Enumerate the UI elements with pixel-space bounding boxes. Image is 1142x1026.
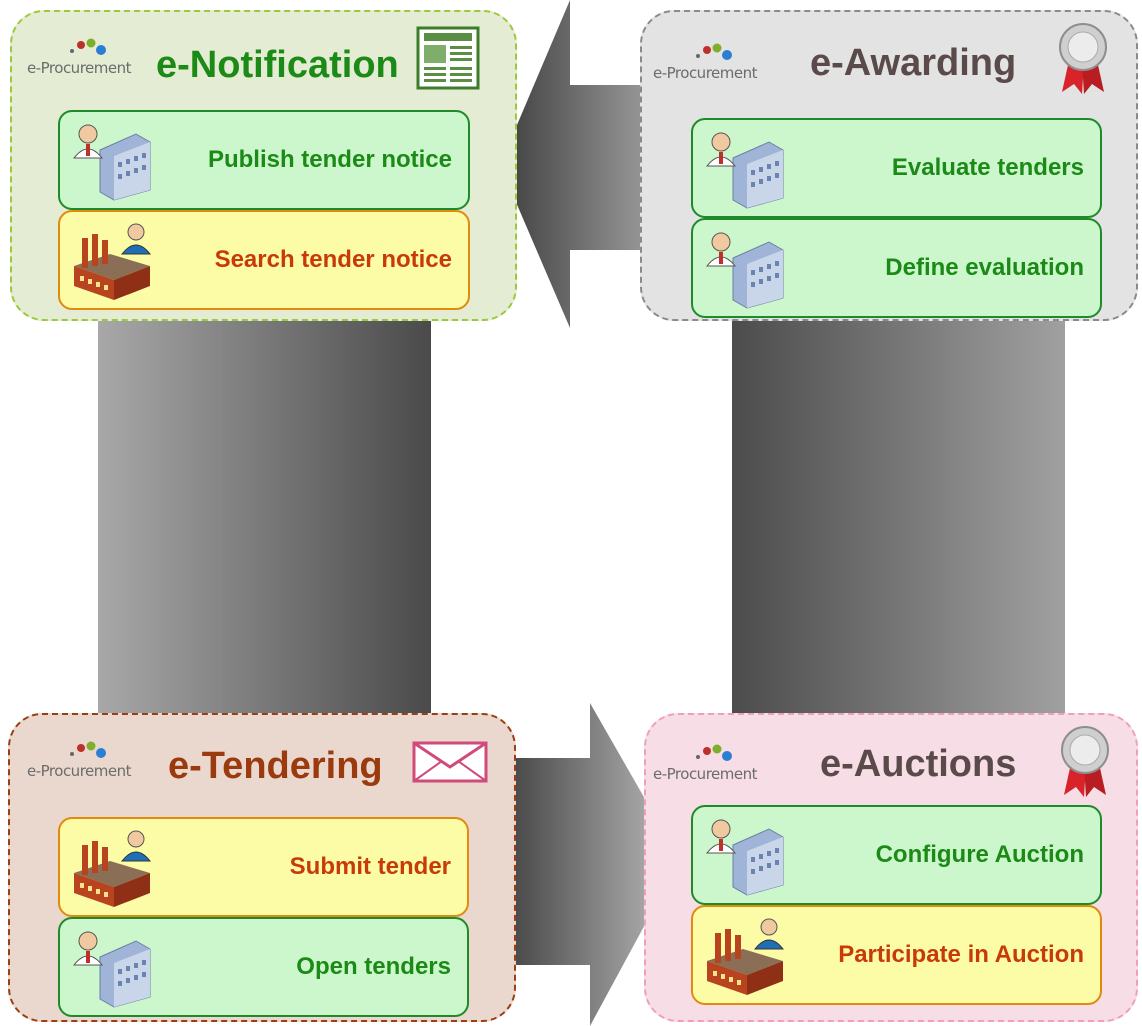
panel-e-notification: e-Procurement e-Notification Publish ten… (10, 10, 517, 321)
task-submit-tender[interactable]: Submit tender (58, 817, 469, 917)
contracting-authority-icon (705, 132, 784, 209)
task-label: Publish tender notice (207, 146, 452, 173)
panel-title: e-Auctions (820, 743, 1017, 785)
task-define-evaluation[interactable]: Define evaluation (691, 218, 1102, 318)
logo-text: e-Procurement (27, 762, 132, 780)
logo-dots-icon (696, 43, 732, 60)
task-label: Define evaluation (885, 254, 1084, 281)
panel-e-tendering: e-Procurement e-Tendering Submit tender (8, 713, 516, 1022)
task-open-tenders[interactable]: Open tenders (58, 917, 469, 1017)
arrow-left-vertical (98, 300, 431, 730)
e-procurement-logo: e-Procurement (20, 740, 138, 780)
task-search-tender-notice[interactable]: Search tender notice (58, 210, 470, 310)
newspaper-icon (416, 26, 480, 90)
contracting-authority-icon (705, 232, 784, 309)
award-ribbon-icon (1059, 23, 1107, 94)
logo-text: e-Procurement (653, 765, 758, 783)
award-ribbon-icon (1061, 726, 1109, 797)
panel-e-auctions: e-Procurement e-Auctions Configure Aucti… (644, 713, 1138, 1022)
logo-dots-icon (70, 38, 106, 55)
task-label: Configure Auction (875, 841, 1084, 868)
contracting-authority-icon (705, 819, 784, 896)
task-label: Evaluate tenders (891, 154, 1084, 181)
arrow-top-left-pointing (500, 0, 650, 328)
envelope-icon (412, 741, 488, 783)
contracting-authority-icon (72, 931, 151, 1008)
contracting-authority-icon (72, 124, 151, 201)
e-procurement-logo: e-Procurement (20, 37, 138, 77)
task-participate-in-auction[interactable]: Participate in Auction (691, 905, 1102, 1005)
economic-operator-icon (74, 830, 152, 907)
task-configure-auction[interactable]: Configure Auction (691, 805, 1102, 905)
panel-title: e-Notification (156, 44, 399, 86)
panel-e-awarding: e-Procurement e-Awarding Evaluate tender… (640, 10, 1138, 321)
task-evaluate-tenders[interactable]: Evaluate tenders (691, 118, 1102, 218)
logo-text: e-Procurement (27, 59, 132, 77)
task-label: Search tender notice (214, 246, 452, 273)
task-publish-tender-notice[interactable]: Publish tender notice (58, 110, 470, 210)
panel-title: e-Awarding (810, 42, 1017, 84)
e-procurement-logo: e-Procurement (646, 42, 764, 82)
panel-title: e-Tendering (168, 745, 383, 787)
logo-dots-icon (70, 741, 106, 758)
logo-text: e-Procurement (653, 64, 758, 82)
task-label: Open tenders (296, 953, 451, 980)
e-procurement-logo: e-Procurement (646, 743, 764, 783)
task-label: Submit tender (289, 853, 451, 880)
logo-dots-icon (696, 744, 732, 761)
task-label: Participate in Auction (838, 941, 1084, 968)
economic-operator-icon (74, 223, 152, 300)
economic-operator-icon (707, 918, 785, 995)
arrow-right-vertical (732, 300, 1065, 730)
arrow-bottom-right-pointing (500, 703, 680, 1026)
